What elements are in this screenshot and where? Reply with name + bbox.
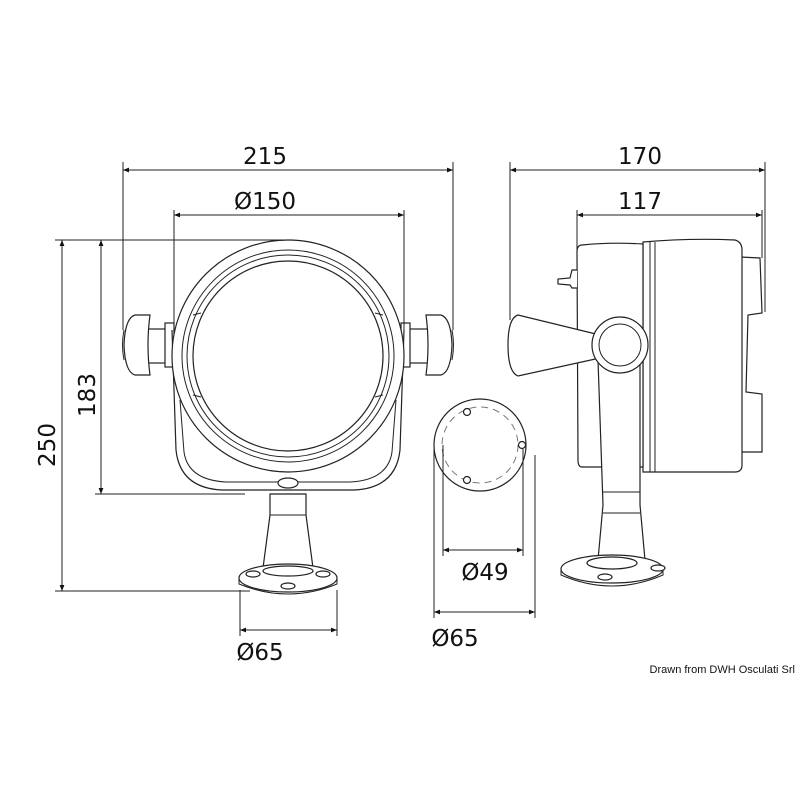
base-plate-view: Ø49 Ø65 (431, 398, 536, 652)
rear-lip (739, 256, 763, 453)
right-knob (400, 314, 454, 376)
dim-height-to-yoke: 183 (75, 373, 101, 417)
side-view (507, 238, 763, 587)
left-knob (122, 314, 175, 376)
dim-hole-circle: Ø49 (461, 560, 508, 586)
lens (192, 260, 384, 452)
front-view (122, 239, 454, 595)
front-dimensions: 215 Ø150 250 183 Ø65 (35, 144, 454, 666)
dim-plate-diameter: Ø65 (431, 626, 478, 652)
side-dimensions: 170 117 (509, 144, 766, 320)
handle (507, 314, 601, 377)
dim-lens-diameter: Ø150 (234, 189, 296, 215)
dim-base-diameter: Ø65 (236, 640, 283, 666)
stand (262, 493, 314, 569)
dim-height-overall: 250 (35, 423, 61, 467)
front-housing (642, 238, 743, 473)
credit-text: Drawn from DWH Osculati Srl (650, 664, 795, 676)
switch-icon (557, 269, 577, 289)
dim-depth-overall: 170 (618, 144, 662, 170)
dim-body-depth: 117 (618, 189, 662, 215)
dim-width-overall: 215 (243, 144, 287, 170)
stand-side (597, 359, 646, 561)
yoke (171, 329, 405, 491)
